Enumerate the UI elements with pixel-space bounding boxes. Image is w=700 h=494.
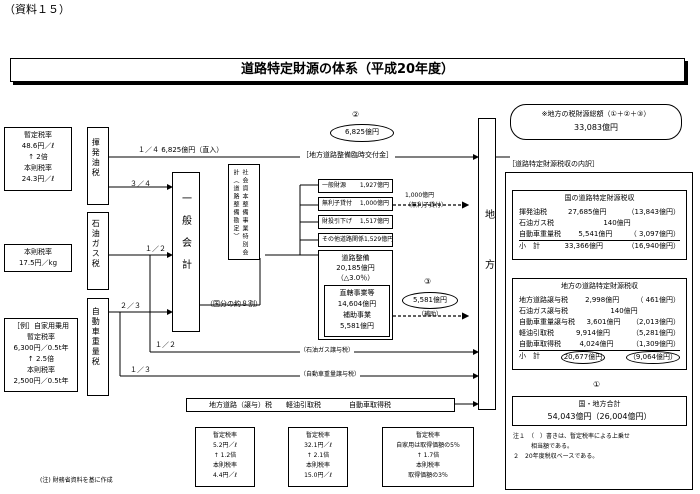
title-box: 道路特定財源の体系（平成20年度） bbox=[10, 58, 685, 82]
breakdown-title: ［道路特定財源税収の内訳］ bbox=[508, 160, 599, 168]
circle3-amount: 5,581億円 bbox=[412, 296, 448, 304]
transfer-weight-label: （自動車重量譲与税） bbox=[300, 371, 361, 379]
lpg-half-label: １／２ bbox=[145, 245, 166, 253]
circle2-label: ② bbox=[352, 110, 360, 119]
loan-label: （無利子貸付） bbox=[405, 202, 448, 209]
gasoline-tax-label: 揮発油税 bbox=[91, 138, 101, 178]
footnotes: 注１ （ ）書きは、暫定税率による上乗せ 相当額である。２ 20年度税収ベースで… bbox=[513, 433, 630, 460]
national-share-label: （国分の約８割） bbox=[206, 300, 262, 308]
weight-two-thirds-label: ２／３ bbox=[120, 302, 141, 310]
circle3-ellipse: 5,581億円 bbox=[402, 292, 458, 309]
temp-grant-label: ［地方道路整備臨時交付金］ bbox=[300, 151, 395, 160]
special-account-box: 社会資本整備事業特別会計（道路整備勘定） bbox=[228, 164, 260, 260]
acquisition-tax-rate-box: 暫定税率自家用は取得価額の5％↑ 1.7倍本則税率取得価額の3％ bbox=[382, 427, 474, 487]
gasoline-tax-box: 揮発油税 bbox=[87, 127, 109, 205]
grand-total-title: 国・地方合計 bbox=[578, 400, 621, 408]
lpg-tax-box: 石油ガス税 bbox=[87, 212, 109, 290]
local-taxes-bar: 地方道路（譲与）税 軽油引取税 自動車取得税 bbox=[186, 398, 455, 412]
gas-three-quarter-label: ３／４ bbox=[130, 180, 151, 188]
special-account-label: 社会資本整備事業特別会計（道路整備勘定） bbox=[232, 169, 248, 257]
weight-third-label: １／３ bbox=[130, 366, 151, 374]
total-line1: ※地方の税財源総額（①＋②＋③） bbox=[541, 110, 651, 118]
grand-total-box: 国・地方合計 54,043億円（26,004億円） bbox=[512, 396, 687, 426]
page-title: 道路特定財源の体系（平成20年度） bbox=[240, 62, 455, 77]
circle3-label: ③ bbox=[424, 277, 432, 286]
weight-tax-label: 自動車重量税 bbox=[91, 307, 101, 367]
loan-amount: 1,000億円 bbox=[405, 192, 435, 199]
transfer-lpg-label: （石油ガス譲与税） bbox=[300, 347, 355, 355]
local-revenue-title: 地方の道路特定財源税収 bbox=[561, 282, 638, 290]
weight-tax-box: 自動車重量税 bbox=[87, 298, 109, 396]
local-taxes-label: 地方道路（譲与）税 軽油引取税 自動車取得税 bbox=[209, 401, 391, 409]
circle2-ellipse: 6,825億円 bbox=[330, 124, 394, 142]
lpg-tax-label: 石油ガス税 bbox=[91, 219, 101, 269]
general-account-label: 一般会計 bbox=[179, 193, 191, 281]
national-revenue-title: 国の道路特定財源税収 bbox=[564, 194, 635, 202]
grand-total-value: 54,043億円（26,004億円） bbox=[547, 412, 652, 421]
local-column: 地方 bbox=[478, 118, 496, 410]
circle1-label: ① bbox=[593, 380, 601, 389]
local-label: 地方 bbox=[482, 209, 494, 309]
total-box: ※地方の税財源総額（①＋②＋③） 33,083億円 bbox=[510, 104, 682, 140]
document-label: （資料１５） bbox=[4, 3, 70, 16]
gas-quarter-label: １／４ 6,825億円（直入） bbox=[138, 146, 224, 154]
source-note: (注) 財務省資料を基に作成 bbox=[40, 477, 113, 484]
total-line2: 33,083億円 bbox=[574, 123, 618, 132]
circle2-amount: 6,825億円 bbox=[344, 128, 380, 136]
general-account-box: 一般会計 bbox=[172, 172, 200, 332]
lpg-half-2-label: １／２ bbox=[155, 341, 176, 349]
subsidy-label: （補助） bbox=[418, 311, 443, 318]
